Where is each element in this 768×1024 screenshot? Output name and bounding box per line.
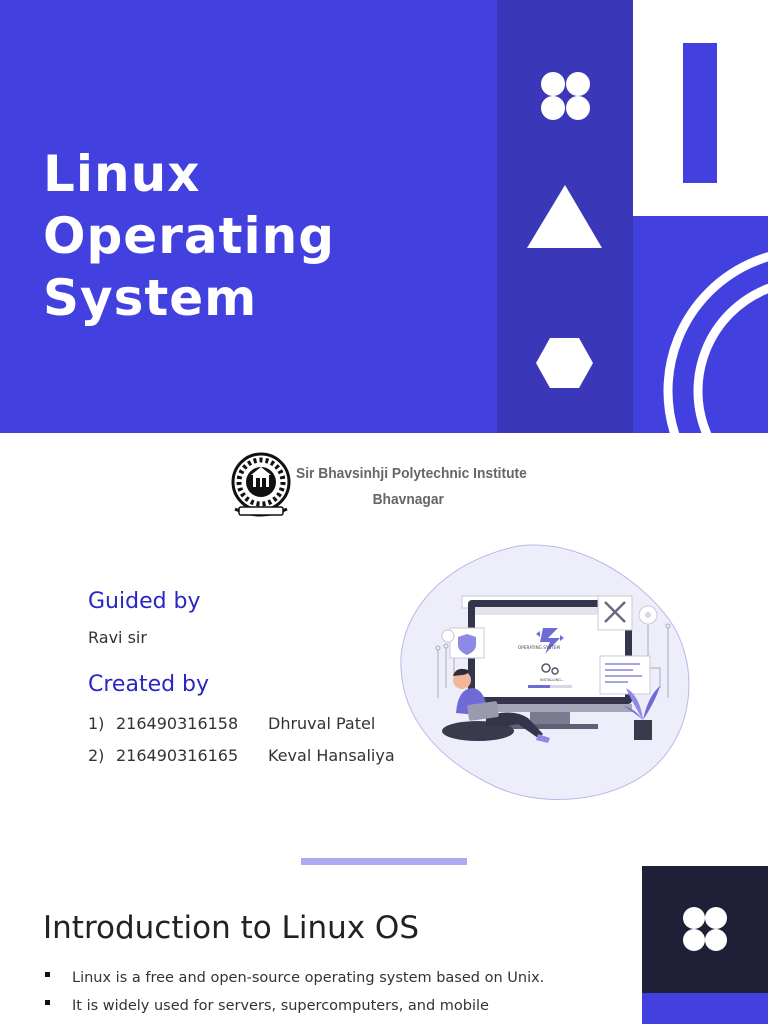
member-number: 1) bbox=[88, 714, 105, 733]
member-name: Dhruval Patel bbox=[268, 714, 376, 733]
four-circles-icon bbox=[683, 907, 727, 951]
member-roll-number: 216490316165 bbox=[116, 746, 239, 765]
triangle-icon bbox=[527, 185, 602, 248]
college-emblem-icon bbox=[231, 452, 291, 517]
title-line: Linux bbox=[43, 145, 201, 203]
team-member: 1) 216490316158 Dhruval Patel bbox=[88, 714, 375, 733]
bullet-item: It is widely used for servers, supercomp… bbox=[43, 994, 553, 1019]
institute-name-line: Sir Bhavsinhji Polytechnic Institute bbox=[296, 465, 527, 482]
slide-title: Linux Operating System bbox=[43, 143, 335, 329]
hexagon-icon bbox=[536, 338, 593, 388]
intro-heading: Introduction to Linux OS bbox=[43, 910, 420, 946]
institute-name: Sir Bhavsinhji Polytechnic Institute Bha… bbox=[296, 461, 527, 513]
team-member: 2) 216490316165 Keval Hansaliya bbox=[88, 746, 395, 765]
intro-bullet-list: Linux is a free and open-source operatin… bbox=[43, 966, 553, 1022]
gear-icon bbox=[541, 663, 559, 675]
screen-title-text: OPERATING SYSTEM bbox=[518, 645, 560, 650]
install-progress-bar bbox=[528, 685, 550, 688]
institute-city-line: Bhavnagar bbox=[372, 491, 444, 508]
bullet-item: Linux is a free and open-source operatin… bbox=[43, 966, 553, 991]
decorative-bar bbox=[683, 43, 717, 183]
member-roll-number: 216490316158 bbox=[116, 714, 239, 733]
decorative-panel bbox=[642, 866, 768, 993]
member-name: Keval Hansaliya bbox=[268, 746, 395, 765]
guide-name: Ravi sir bbox=[88, 628, 147, 647]
title-line: Operating bbox=[43, 207, 336, 265]
shield-panel-icon bbox=[449, 627, 485, 659]
member-number: 2) bbox=[88, 746, 105, 765]
code-panel-icon bbox=[599, 655, 651, 695]
install-status-text: INSTALLING... bbox=[540, 678, 564, 682]
concentric-arcs-icon bbox=[663, 252, 768, 433]
os-install-illustration: OPERATING SYSTEM INSTALLING... bbox=[400, 544, 690, 800]
decorative-panel-accent bbox=[642, 993, 768, 1024]
guided-by-heading: Guided by bbox=[88, 589, 201, 614]
potted-plant-icon bbox=[624, 686, 660, 740]
shape-icons bbox=[527, 72, 602, 388]
tools-panel-icon bbox=[597, 595, 633, 631]
slide-divider bbox=[301, 858, 467, 865]
person-with-laptop-icon bbox=[442, 668, 550, 743]
four-circles-icon bbox=[541, 72, 590, 120]
title-slide: Linux Operating System bbox=[0, 0, 768, 433]
monitor-icon bbox=[468, 600, 632, 729]
title-line: System bbox=[43, 269, 258, 327]
created-by-heading: Created by bbox=[88, 672, 210, 697]
os-logo-icon bbox=[536, 628, 564, 654]
